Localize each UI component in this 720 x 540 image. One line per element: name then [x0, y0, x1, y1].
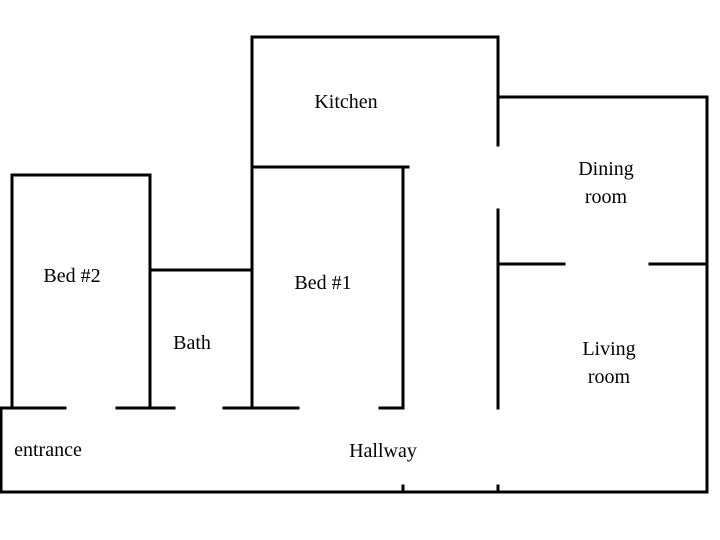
hallway-label: Hallway [349, 440, 417, 462]
dining-label-line2: room [584, 186, 628, 208]
living-label-line2: room [587, 366, 631, 388]
dining-label-line1: Dining [578, 158, 634, 180]
living-room-label: Living room [559, 335, 659, 391]
kitchen-label: Kitchen [314, 91, 378, 113]
bed1-label: Bed #1 [294, 272, 352, 294]
entrance-label: entrance [14, 439, 82, 461]
bed2-label: Bed #2 [43, 265, 101, 287]
bath-label: Bath [173, 332, 211, 354]
living-label-line1: Living [582, 338, 636, 360]
dining-room-label: Dining room [556, 155, 656, 211]
